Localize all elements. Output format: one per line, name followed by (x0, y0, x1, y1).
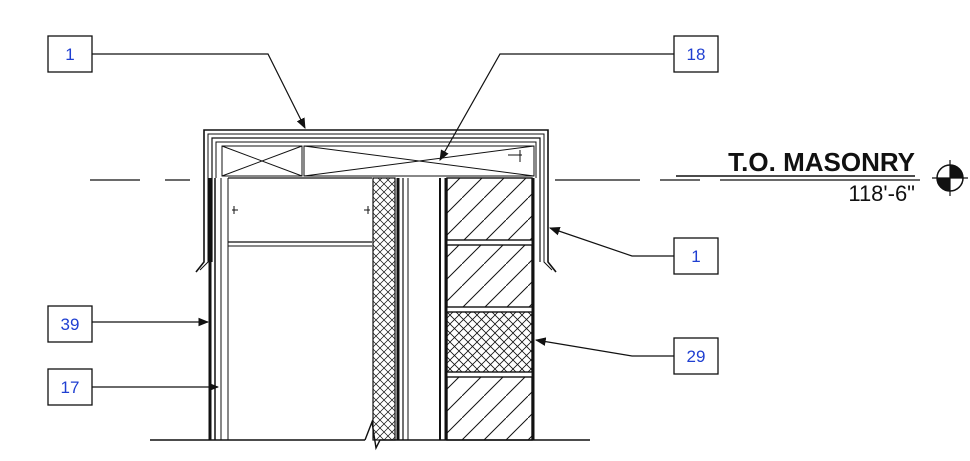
level-marker-icon (932, 160, 968, 196)
wood-blocking (221, 145, 535, 177)
metal-coping (195, 129, 557, 273)
svg-text:1: 1 (65, 45, 74, 64)
tag-1-right: 1 (548, 227, 719, 275)
level-elevation: 118'-6" (848, 181, 915, 206)
svg-text:39: 39 (61, 315, 80, 334)
svg-text:1: 1 (691, 247, 700, 266)
tag-29: 29 (534, 337, 719, 375)
level-title: T.O. MASONRY (728, 147, 915, 177)
tag-18: 18 (439, 35, 719, 161)
tag-39: 39 (47, 305, 210, 343)
middle-sheathing (372, 177, 441, 441)
break-line (150, 419, 590, 451)
left-wall-assembly (208, 177, 372, 440)
tag-17: 17 (47, 368, 220, 406)
svg-text:29: 29 (687, 347, 706, 366)
svg-text:17: 17 (61, 378, 80, 397)
svg-text:18: 18 (687, 45, 706, 64)
tag-1-top: 1 (47, 35, 306, 129)
masonry-wall (444, 177, 535, 441)
